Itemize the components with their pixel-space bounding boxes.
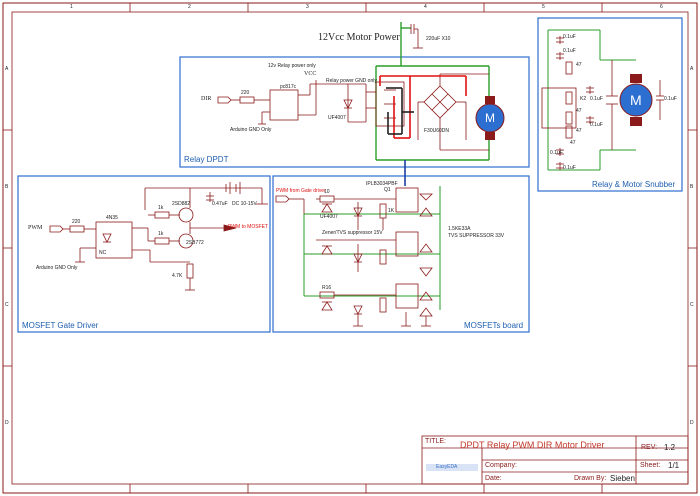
mosfet-r16-label: R16 [322,285,332,291]
drawn-label: Drawn By: [574,475,607,482]
snubber-motor-label: M [630,92,642,108]
snubber-r-label-4: 47 [570,140,576,146]
col-label-3: 3 [306,4,309,10]
mosfet-1k-label: 1K [388,208,395,214]
snubber-motor-cap-label: 0.1uF [664,96,677,102]
gate-arduino-gnd-label: Arduino GND Only [36,265,78,271]
gate-r3-label: 4.7K [172,273,183,279]
gate-cap-label: 0.47uF [212,201,228,207]
gate-opto-label: 4N35 [106,215,118,221]
col-label-5: 5 [542,4,545,10]
gate-driver-title: MOSFET Gate Driver [22,321,99,330]
col-label-6: 6 [660,4,663,10]
snubber-title: Relay & Motor Snubber [592,180,676,189]
col-label-4: 4 [424,4,427,10]
snubber-c-label-6: 0.1uF [563,165,576,171]
dir-label: DIR [201,96,212,102]
snubber-block [537,17,683,192]
row-label-b: B [5,184,9,190]
relay-gnd-label: Relay power GND only [326,78,377,84]
gate-qtop-label: 2SD882 [172,201,191,207]
snubber-r-label-3: 47 [576,128,582,134]
mosfet-tvs1-label: 1.5KE33A [448,226,471,232]
snubber-r-label-2: 47 [576,108,582,114]
easyeda-logo-text: EasyEDA [436,464,458,470]
snubber-c-label-3: 0.1uF [590,96,603,102]
mosfet-tvs-note-label: TVS SUPPRESSOR 33V [448,233,505,239]
row-label-d-right: D [690,420,694,426]
motor-power-cap-label: 220uF X10 [426,36,451,42]
sheet-value: 1/1 [668,461,680,470]
snubber-c-label-1: 0.1uF [563,34,576,40]
company-label: Company: [485,462,517,469]
easyeda-logo-icon [426,464,478,471]
snubber-c-label-2: 0.1uF [563,48,576,54]
date-label: Date: [485,475,502,482]
row-label-a-right: A [690,66,694,72]
snubber-c-label-4: 0.1uF [590,122,603,128]
col-label-2: 2 [188,4,191,10]
snubber-k2-label: K2 [580,96,587,102]
relay-note-label: 12v Relay power only [268,63,316,69]
title-label: TITLE: [425,438,447,445]
rev-label: REV: [641,444,658,451]
snubber-motor-symbol [619,83,653,117]
row-label-c-right: C [690,302,694,308]
gate-supply-label: DC 10-15V [232,201,257,207]
relay-arduino-gnd-label: Arduino GND Only [230,127,272,133]
mosfet-part-label: IPLB3034PBF [366,181,398,187]
gate-pwm-label: PWM [28,225,43,231]
title-value: DPDT Relay PWM DIR Motor Driver [460,440,605,450]
gate-r1-label: 1k [158,205,164,211]
mosfets-title: MOSFETs board [464,321,524,330]
col-label-1: 1 [70,4,73,10]
mosfet-zener-note-label: Zener/TVS suppressor 15V [322,230,383,236]
gate-driver-block [17,175,271,333]
bridge-label: F30U60DN [424,128,450,134]
mosfet-input-label: PWM from Gate driver [276,188,326,194]
mosfet-q1-label: Q1 [384,187,391,193]
gate-rin-label: 220 [72,219,81,225]
sheet-label: Sheet: [640,462,661,469]
relay-dpdt-block [179,56,530,168]
relay-motor-label: M [485,111,495,125]
vcc-label: VCC [304,71,317,77]
gate-nc-label: NC [99,250,107,256]
rev-value: 1.2 [664,443,676,452]
gate-r2-label: 1k [158,231,164,237]
relay-dpdt-title: Relay DPDT [184,155,229,164]
snubber-r-label-1: 47 [576,62,582,68]
row-label-b-right: B [690,184,694,190]
mosfet-diode-label: UF4007 [320,214,338,220]
snubber-c-label-5: 0.1uF [550,150,563,156]
relay-r-label: 220 [241,90,250,96]
gate-out-label: PWM to MOSFET [228,224,268,230]
row-label-d: D [5,420,9,426]
relay-diode-label: UF4007 [328,115,346,121]
row-label-c: C [5,302,9,308]
mosfets-block [272,175,530,333]
drawn-value: Sieben [610,474,635,483]
motor-power-label: 12Vcc Motor Power [318,32,400,43]
gate-qbot-label: 2SB772 [186,240,204,246]
mosfet-rgate-label: 10 [324,189,330,195]
relay-opto-label: pc817c [280,84,297,90]
row-label-a: A [5,66,9,72]
